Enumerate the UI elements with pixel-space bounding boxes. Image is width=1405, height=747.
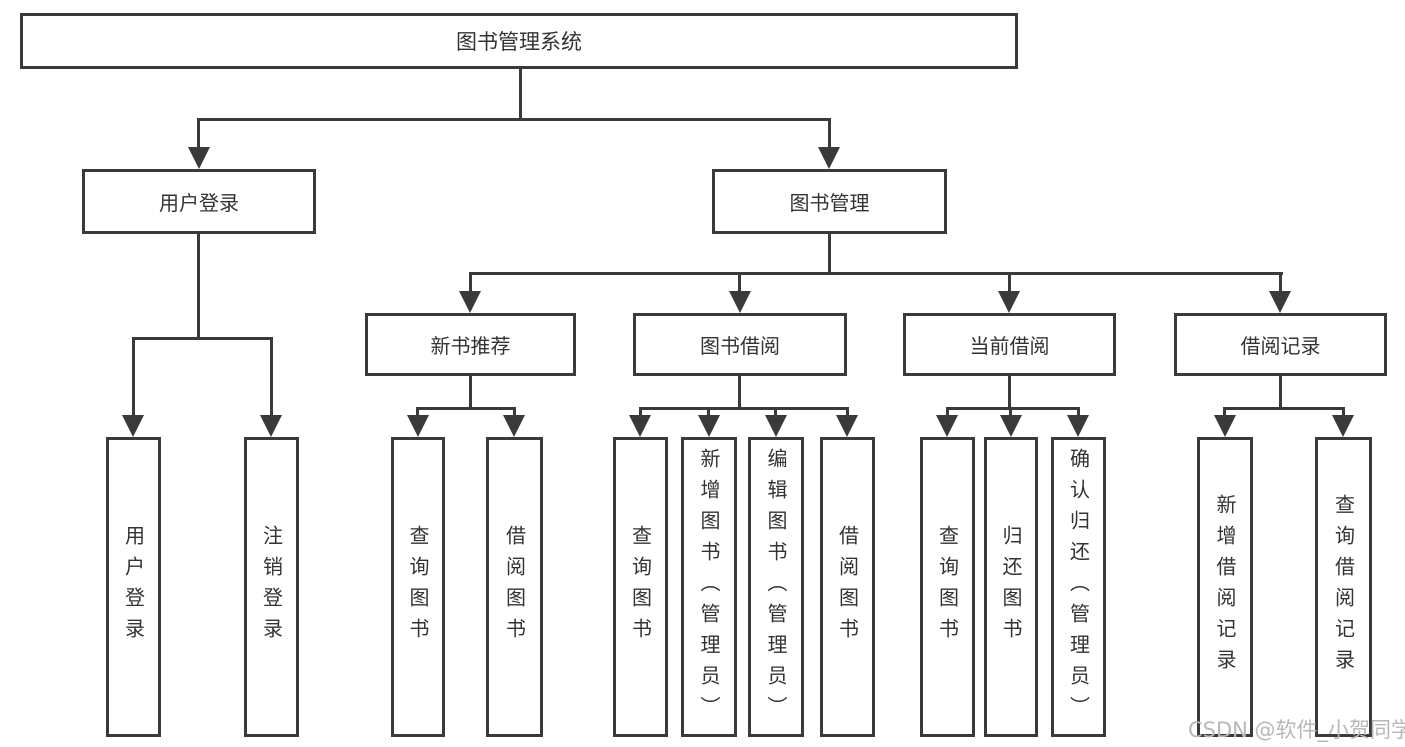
node-book-borrow: 图书借阅 [633,313,847,376]
leaf-cb-return-books: 归还图书 [984,437,1038,737]
connector-newbooks-vline [469,376,472,410]
node-root: 图书管理系统 [20,13,1018,69]
node-user-login: 用户登录 [82,169,316,234]
leaf-br-query-record-label: 查询借阅记录 [1331,494,1356,680]
arrowhead-bb-query-icon [629,415,651,437]
arrowhead-cb-confirm-icon [1067,415,1089,437]
arrowhead-bb-add-icon [698,415,720,437]
leaf-bb-add-books-admin: 新增图书（管理员） [681,437,737,737]
leaf-br-query-record: 查询借阅记录 [1315,437,1372,737]
connector-root-hline [198,118,831,121]
connector-stem-cb-query [946,407,949,418]
connector-stem-borrow-records [1279,272,1282,293]
node-current-borrow-label: 当前借阅 [969,334,1050,358]
node-book-management: 图书管理 [712,169,947,234]
connector-stem-book-management [828,118,831,149]
connector-bookmgmt-vline [828,233,831,275]
arrowhead-cb-query-icon [936,415,958,437]
node-user-login-label: 用户登录 [159,191,239,215]
leaf-bb-add-books-admin-label: 新增图书（管理员） [697,447,721,727]
connector-root-vline [519,69,522,121]
leaf-logout: 注销登录 [244,437,299,737]
arrowhead-book-management-icon [818,147,840,169]
node-new-book-recommend: 新书推荐 [365,313,576,376]
leaf-cb-query-books: 查询图书 [920,437,975,737]
arrowhead-br-query-icon [1332,415,1354,437]
node-new-book-recommend-label: 新书推荐 [430,334,511,358]
arrowhead-nb-query-icon [407,415,429,437]
connector-stem-nb-borrow [513,407,516,418]
leaf-nb-borrow-books: 借阅图书 [486,437,543,737]
leaf-bb-borrow-books: 借阅图书 [820,437,875,737]
connector-newbooks-hline [416,407,515,410]
connector-stem-nb-query [416,407,419,418]
leaf-cb-query-books-label: 查询图书 [935,525,960,649]
arrowhead-cb-return-icon [1000,415,1022,437]
connector-stem-book-borrow [738,272,741,293]
node-book-management-label: 图书管理 [789,191,870,215]
connector-stem-leaf-user-login [132,337,135,417]
connector-stem-cb-confirm [1077,407,1080,418]
arrowhead-br-add-icon [1214,415,1236,437]
watermark: CSDN @软件_小贺同学 [1188,718,1405,742]
arrowhead-current-borrow-icon [998,291,1020,313]
connector-stem-leaf-logout [270,337,273,417]
leaf-nb-query-books: 查询图书 [391,437,445,737]
arrowhead-nb-borrow-icon [503,415,525,437]
node-borrow-records: 借阅记录 [1174,313,1387,376]
leaf-bb-query-books-label: 查询图书 [628,525,653,649]
leaf-nb-query-books-label: 查询图书 [406,525,430,649]
arrowhead-new-books-icon [459,291,481,313]
connector-stem-bb-borrow [846,407,849,418]
connector-currentborrow-hline [946,407,1080,410]
connector-userlogin-vline [197,234,200,340]
arrowhead-bb-edit-icon [765,415,787,437]
leaf-br-add-record-label: 新增借阅记录 [1213,494,1237,680]
connector-stem-bb-add [707,407,710,418]
arrowhead-leaf-user-login-icon [122,415,144,437]
leaf-nb-borrow-books-label: 借阅图书 [502,525,527,649]
connector-stem-new-books [469,272,472,293]
connector-currentborrow-vline [1008,376,1011,410]
arrowhead-borrow-records-icon [1269,291,1291,313]
arrowhead-user-login-icon [188,147,210,169]
connector-stem-br-query [1342,407,1345,418]
leaf-bb-edit-books-admin-label: 编辑图书（管理员） [764,447,788,727]
leaf-cb-return-books-label: 归还图书 [999,525,1023,649]
leaf-cb-confirm-return-admin-label: 确认归还（管理员） [1066,447,1091,727]
connector-stem-br-add [1223,407,1226,418]
connector-stem-current-borrow [1008,272,1011,293]
leaf-user-login: 用户登录 [106,437,161,737]
connector-stem-cb-return [1009,407,1012,418]
leaf-user-login-label: 用户登录 [121,525,146,649]
connector-bookborrow-hline [639,407,849,410]
leaf-bb-edit-books-admin: 编辑图书（管理员） [748,437,804,737]
arrowhead-book-borrow-icon [729,291,751,313]
leaf-br-add-record: 新增借阅记录 [1197,437,1253,737]
leaf-logout-label: 注销登录 [259,525,284,649]
node-current-borrow: 当前借阅 [903,313,1116,376]
node-book-borrow-label: 图书借阅 [700,334,780,358]
connector-bookborrow-vline [738,376,741,410]
arrowhead-bb-borrow-icon [836,415,858,437]
leaf-bb-borrow-books-label: 借阅图书 [835,525,860,649]
connector-borrowrecords-vline [1279,376,1282,410]
connector-stem-bb-edit [774,407,777,418]
connector-stem-bb-query [639,407,642,418]
leaf-bb-query-books: 查询图书 [613,437,668,737]
leaf-cb-confirm-return-admin: 确认归还（管理员） [1051,437,1106,737]
connector-borrowrecords-hline [1223,407,1345,410]
arrowhead-leaf-logout-icon [260,415,282,437]
connector-stem-user-login [197,118,200,149]
connector-userlogin-hline [132,337,273,340]
node-borrow-records-label: 借阅记录 [1240,334,1321,358]
connector-bookmgmt-hline [469,272,1283,275]
node-root-label: 图书管理系统 [456,30,582,54]
